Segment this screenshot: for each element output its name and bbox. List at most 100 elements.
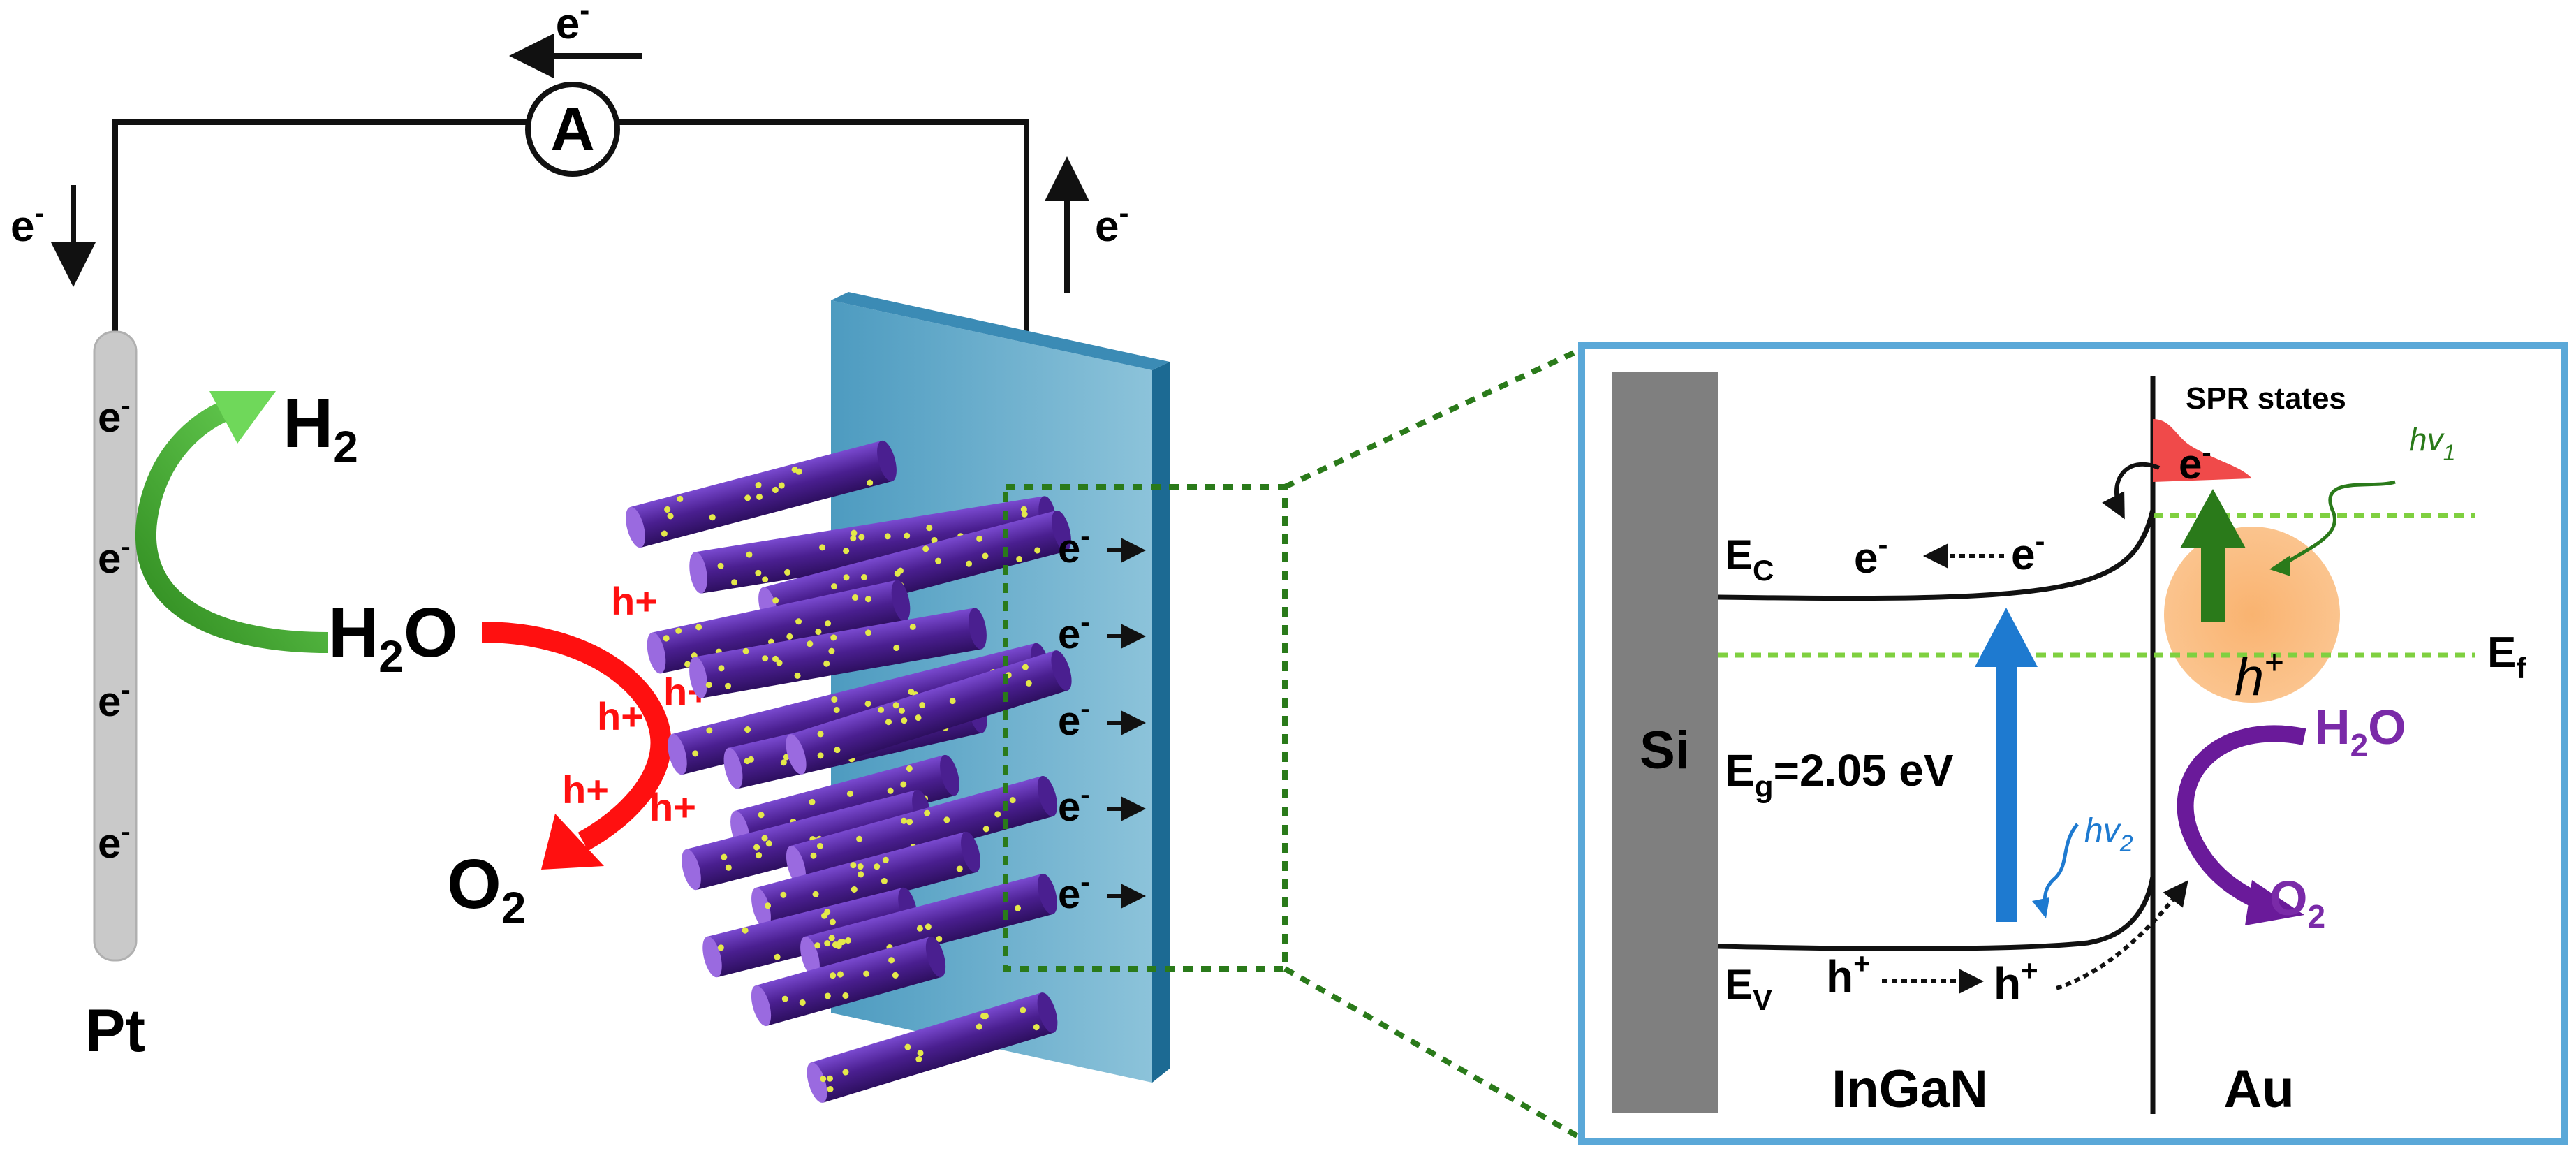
au-nanoparticle (762, 576, 769, 583)
au-nanoparticle (677, 495, 684, 502)
au-nanoparticle (761, 835, 768, 842)
au-nanoparticle (924, 809, 931, 816)
au-nanoparticle (915, 1056, 922, 1063)
spr-excitation-head (2180, 489, 2246, 548)
au-nanoparticle (725, 682, 732, 689)
ef-label: Ef (2487, 629, 2526, 684)
au-nanoparticle (893, 645, 900, 652)
au-nanoparticle (744, 494, 751, 501)
au-nanoparticle (885, 719, 892, 726)
svg-text:e-: e- (1058, 607, 1090, 657)
svg-text:e-: e- (1058, 867, 1090, 917)
au-nanoparticle (931, 536, 938, 543)
au-nanoparticle (976, 1023, 982, 1030)
au-nanoparticle (823, 660, 830, 667)
au-nanoparticle (874, 863, 881, 870)
au-nanoparticle (827, 1075, 834, 1082)
au-nanoparticle (858, 871, 864, 878)
pt-electron-4: e- (98, 816, 131, 867)
spr-state-peak (2153, 419, 2252, 482)
oxygen-evolution-arrow-au (2177, 725, 2306, 913)
au-nanoparticle (858, 534, 865, 541)
au-nanoparticle (663, 635, 670, 642)
ev-label: EV (1725, 961, 1772, 1016)
au-nanoparticle (807, 640, 814, 647)
au-nanoparticle (860, 573, 867, 580)
au-nanoparticle (887, 787, 894, 794)
h2o-label: H2O (328, 594, 458, 682)
band-diagram: Si EC EV Ef Eg=2.05 eV hv2 e- e- h+ h+ (1578, 342, 2568, 1145)
au-h2o-label: H2O (2315, 700, 2406, 763)
conduction-band (1717, 509, 2156, 601)
zoom-line-top (1283, 346, 1583, 490)
au-nanoparticle (809, 798, 816, 805)
au-nanoparticle (821, 912, 828, 919)
nanorod (800, 873, 1057, 978)
au-nanoparticle (904, 1043, 911, 1050)
au-nanoparticle (900, 817, 907, 824)
au-nanoparticle (667, 513, 674, 520)
au-nanoparticle (843, 548, 850, 555)
au-nanoparticle (906, 819, 913, 826)
au-nanoparticle (982, 826, 989, 833)
au-nanoparticle (865, 629, 872, 636)
au-nanoparticle (778, 482, 785, 489)
au-nanoparticle (829, 918, 836, 925)
au-nanoparticle (982, 1013, 989, 1020)
nanorod (689, 608, 987, 698)
au-nanoparticle (825, 620, 832, 627)
au-nanoparticle (827, 1085, 834, 1092)
au-nanoparticle (731, 579, 738, 586)
au-nanoparticle (772, 655, 779, 662)
hole-label-1: h+ (611, 579, 658, 623)
au-nanoparticle (718, 665, 725, 672)
au-nanoparticle (884, 533, 891, 540)
hydrogen-evolution-arrow (135, 391, 329, 653)
au-nanoparticle (833, 706, 840, 713)
au-nanoparticle (842, 1069, 849, 1076)
cb-electron-2: e- (2011, 525, 2045, 579)
au-nanoparticle (898, 707, 905, 714)
au-nanoparticle (1009, 797, 1016, 804)
au-nanoparticle (864, 701, 871, 708)
au-nanoparticle (817, 731, 824, 738)
au-nanoparticle (956, 865, 963, 872)
circuit-wire-left (112, 119, 527, 335)
au-nanoparticle (780, 759, 787, 766)
hv1-label: hv1 (2409, 421, 2455, 465)
au-nanoparticle (901, 717, 908, 724)
hole-to-au-arrow (2056, 880, 2188, 990)
au-nanoparticle (1021, 511, 1028, 518)
au-nanoparticle (919, 702, 926, 709)
hole-label-5: h+ (649, 785, 696, 829)
au-nanoparticle (774, 953, 781, 960)
au-nanoparticle (1025, 680, 1032, 687)
top-electron-label: e- (556, 0, 589, 48)
au-nanoparticle (936, 935, 943, 942)
au-nanoparticle (744, 726, 751, 733)
bandgap-label: Eg=2.05 eV (1725, 745, 1954, 804)
au-nanoparticle (828, 647, 835, 654)
au-nanoparticle (780, 891, 787, 898)
nanorod (786, 650, 1072, 775)
au-nanoparticle (831, 696, 838, 703)
au-nanoparticle (909, 623, 916, 630)
au-nanoparticle (755, 482, 762, 489)
h2-label: H2 (283, 384, 358, 472)
au-nanoparticle (850, 535, 857, 542)
hole-label-4: h+ (562, 768, 609, 812)
au-nanoparticle (881, 877, 888, 884)
au-nanoparticle (837, 971, 844, 978)
au-nanoparticle (830, 634, 837, 641)
vb-hole-1: h+ (1826, 947, 1871, 1002)
panel-electrons: e- e- e- e- e- (1058, 521, 1146, 917)
au-nanoparticle (843, 574, 850, 581)
au-nanoparticle (772, 486, 779, 493)
pt-electron-1: e- (98, 390, 131, 441)
panel-electron-5: e- (1058, 867, 1146, 917)
panel-electron-2: e- (1058, 607, 1146, 657)
au-nanoparticle (982, 552, 989, 559)
au-nanoparticle (1022, 664, 1029, 670)
au-nanoparticle (717, 944, 724, 951)
au-nanoparticle (925, 923, 932, 930)
